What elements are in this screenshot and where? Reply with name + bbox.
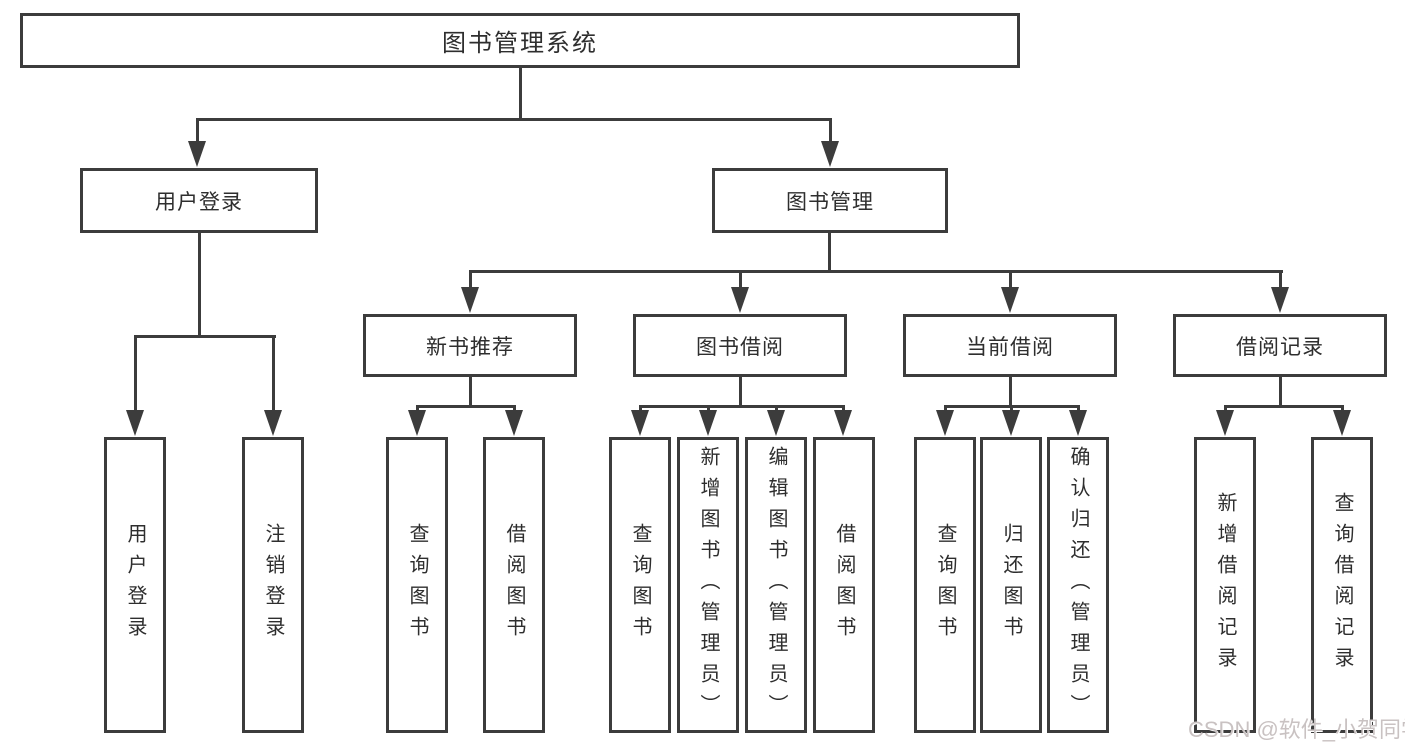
leaf-return-books: 归还图书 xyxy=(980,437,1042,733)
connector-line xyxy=(469,270,472,292)
arrow-down-icon xyxy=(767,410,785,436)
connector-line xyxy=(134,335,276,338)
leaf-edit-books-admin-label: 编辑图书（管理员） xyxy=(765,445,787,725)
arrow-down-icon xyxy=(1001,287,1019,313)
connector-line xyxy=(1224,405,1343,408)
csdn-watermark: CSDN @软件_小贺同学 xyxy=(1188,717,1405,742)
arrow-down-icon xyxy=(1271,287,1289,313)
node-new-book-recommend: 新书推荐 xyxy=(363,314,577,377)
leaf-user-login-label: 用户登录 xyxy=(124,523,146,647)
leaf-recommend-borrow-books-label: 借阅图书 xyxy=(503,523,525,647)
connector-line xyxy=(1009,377,1012,407)
leaf-edit-books-admin: 编辑图书（管理员） xyxy=(745,437,807,733)
node-current-borrowing: 当前借阅 xyxy=(903,314,1117,377)
leaf-query-borrow-record-label: 查询借阅记录 xyxy=(1331,492,1353,678)
arrow-down-icon xyxy=(731,287,749,313)
connector-line xyxy=(1009,270,1012,292)
leaf-current-query-books-label: 查询图书 xyxy=(934,523,956,647)
arrow-down-icon xyxy=(631,410,649,436)
node-root-label: 图书管理系统 xyxy=(442,30,598,57)
arrow-down-icon xyxy=(1333,410,1351,436)
connector-line xyxy=(134,335,137,415)
leaf-recommend-query-books: 查询图书 xyxy=(386,437,448,733)
connector-line xyxy=(416,405,516,408)
leaf-borrow-query-books-label: 查询图书 xyxy=(629,523,651,647)
node-borrowing-records: 借阅记录 xyxy=(1173,314,1387,377)
node-current-borrowing-label: 当前借阅 xyxy=(966,335,1054,359)
leaf-logout-label: 注销登录 xyxy=(262,523,284,647)
leaf-add-borrow-record: 新增借阅记录 xyxy=(1194,437,1256,733)
node-borrowing-records-label: 借阅记录 xyxy=(1236,335,1324,359)
arrow-down-icon xyxy=(1216,410,1234,436)
connector-line xyxy=(1279,270,1282,292)
leaf-return-books-label: 归还图书 xyxy=(1000,523,1022,647)
arrow-down-icon xyxy=(1002,410,1020,436)
connector-line xyxy=(469,270,1283,273)
arrow-down-icon xyxy=(461,287,479,313)
connector-line xyxy=(519,68,522,120)
leaf-logout: 注销登录 xyxy=(242,437,304,733)
connector-line xyxy=(1279,377,1282,407)
connector-line xyxy=(198,233,201,337)
leaf-confirm-return-admin: 确认归还（管理员） xyxy=(1047,437,1109,733)
connector-line xyxy=(829,118,832,146)
leaf-add-books-admin: 新增图书（管理员） xyxy=(677,437,739,733)
node-user-login-label: 用户登录 xyxy=(155,190,243,214)
leaf-borrow-query-books: 查询图书 xyxy=(609,437,671,733)
leaf-confirm-return-admin-label: 确认归还（管理员） xyxy=(1067,445,1089,725)
leaf-query-borrow-record: 查询借阅记录 xyxy=(1311,437,1373,733)
arrow-down-icon xyxy=(505,410,523,436)
arrow-down-icon xyxy=(408,410,426,436)
connector-line xyxy=(739,270,742,292)
connector-line xyxy=(196,118,199,146)
node-book-management-label: 图书管理 xyxy=(786,190,874,214)
arrow-down-icon xyxy=(821,141,839,167)
connector-line xyxy=(828,233,831,272)
arrow-down-icon xyxy=(1069,410,1087,436)
leaf-user-login: 用户登录 xyxy=(104,437,166,733)
connector-line xyxy=(739,377,742,407)
leaf-add-books-admin-label: 新增图书（管理员） xyxy=(697,445,719,725)
connector-line xyxy=(469,377,472,407)
arrow-down-icon xyxy=(936,410,954,436)
connector-line xyxy=(196,118,832,121)
arrow-down-icon xyxy=(264,410,282,436)
leaf-recommend-query-books-label: 查询图书 xyxy=(406,523,428,647)
node-root: 图书管理系统 xyxy=(20,13,1020,68)
node-book-management: 图书管理 xyxy=(712,168,948,233)
connector-line xyxy=(639,405,845,408)
leaf-borrow-books-label: 借阅图书 xyxy=(833,523,855,647)
arrow-down-icon xyxy=(699,410,717,436)
leaf-add-borrow-record-label: 新增借阅记录 xyxy=(1214,492,1236,678)
arrow-down-icon xyxy=(126,410,144,436)
connector-line xyxy=(272,335,275,415)
node-new-book-recommend-label: 新书推荐 xyxy=(426,335,514,359)
node-book-borrowing-label: 图书借阅 xyxy=(696,335,784,359)
leaf-recommend-borrow-books: 借阅图书 xyxy=(483,437,545,733)
leaf-borrow-books: 借阅图书 xyxy=(813,437,875,733)
node-user-login: 用户登录 xyxy=(80,168,318,233)
arrow-down-icon xyxy=(834,410,852,436)
leaf-current-query-books: 查询图书 xyxy=(914,437,976,733)
arrow-down-icon xyxy=(188,141,206,167)
node-book-borrowing: 图书借阅 xyxy=(633,314,847,377)
